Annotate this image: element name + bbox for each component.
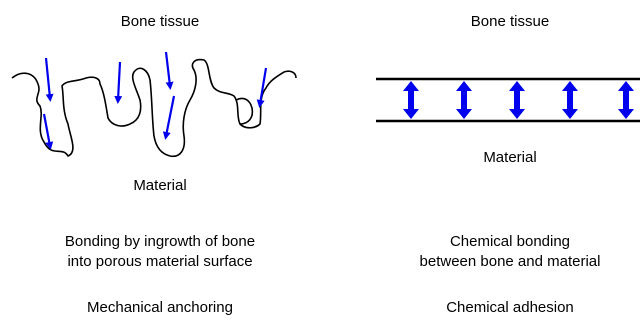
ingrowth-arrow	[118, 62, 120, 100]
chemical-interface	[376, 79, 640, 121]
bond-arrows	[403, 81, 634, 119]
ingrowth-arrow	[166, 96, 174, 136]
porous-surface-outline	[12, 60, 296, 157]
bond-arrow	[403, 81, 419, 119]
porous-interface	[12, 60, 296, 157]
ingrowth-arrow	[44, 114, 50, 146]
bond-arrow	[562, 81, 578, 119]
ingrowth-arrows	[44, 52, 266, 146]
ingrowth-arrow	[166, 52, 170, 86]
bond-arrow	[618, 81, 634, 119]
bond-arrow	[509, 81, 525, 119]
ingrowth-arrow	[260, 68, 266, 104]
ingrowth-arrow	[46, 58, 50, 98]
bond-arrow	[456, 81, 472, 119]
